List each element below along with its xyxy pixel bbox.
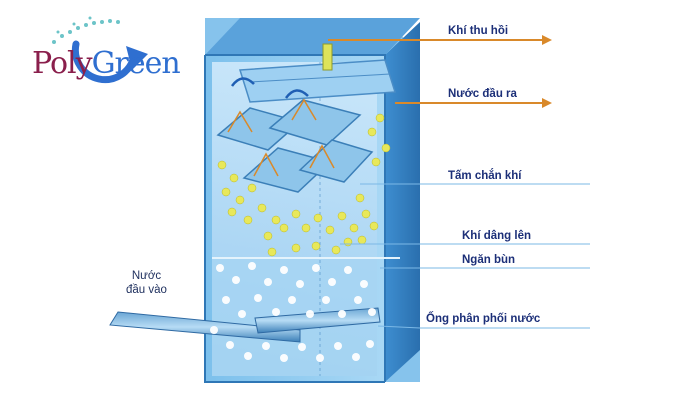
flow-arrow-1 <box>230 77 255 87</box>
sludge-bubbles <box>210 262 376 362</box>
gas-baffles <box>216 99 374 193</box>
gas-pipe <box>322 43 333 71</box>
inlet-line-2: đầu vào <box>126 283 167 296</box>
label-water-outlet: Nước đầu ra <box>448 88 517 100</box>
label-gas-rising: Khí dâng lên <box>462 230 531 242</box>
tank-right-face <box>385 22 420 382</box>
logo-swirl-icon <box>52 16 148 84</box>
label-sludge-tank: Ngăn bùn <box>462 254 516 266</box>
gas-bubbles <box>217 113 391 257</box>
tank-top <box>205 18 420 55</box>
label-water-inlet: Nước đầu vào <box>126 270 167 298</box>
label-gas-collection: Khí thu hồi <box>448 25 509 37</box>
label-gas-baffle: Tấm chắn khí <box>448 170 522 182</box>
label-leaders <box>340 183 590 329</box>
logo-text: PolyGreen <box>32 46 181 81</box>
outlet-channel <box>239 59 396 103</box>
baffle-tips <box>227 98 335 177</box>
inlet-line-1: Nước <box>131 270 162 282</box>
distribution-pipe-drawing <box>254 307 381 334</box>
flow-arrow-2 <box>284 89 309 99</box>
label-distribution-pipe: Ống phân phối nước <box>426 313 541 325</box>
output-arrows <box>328 35 552 108</box>
inlet-pipe <box>109 311 301 343</box>
polygreen-logo: PolyGreen <box>14 12 181 92</box>
